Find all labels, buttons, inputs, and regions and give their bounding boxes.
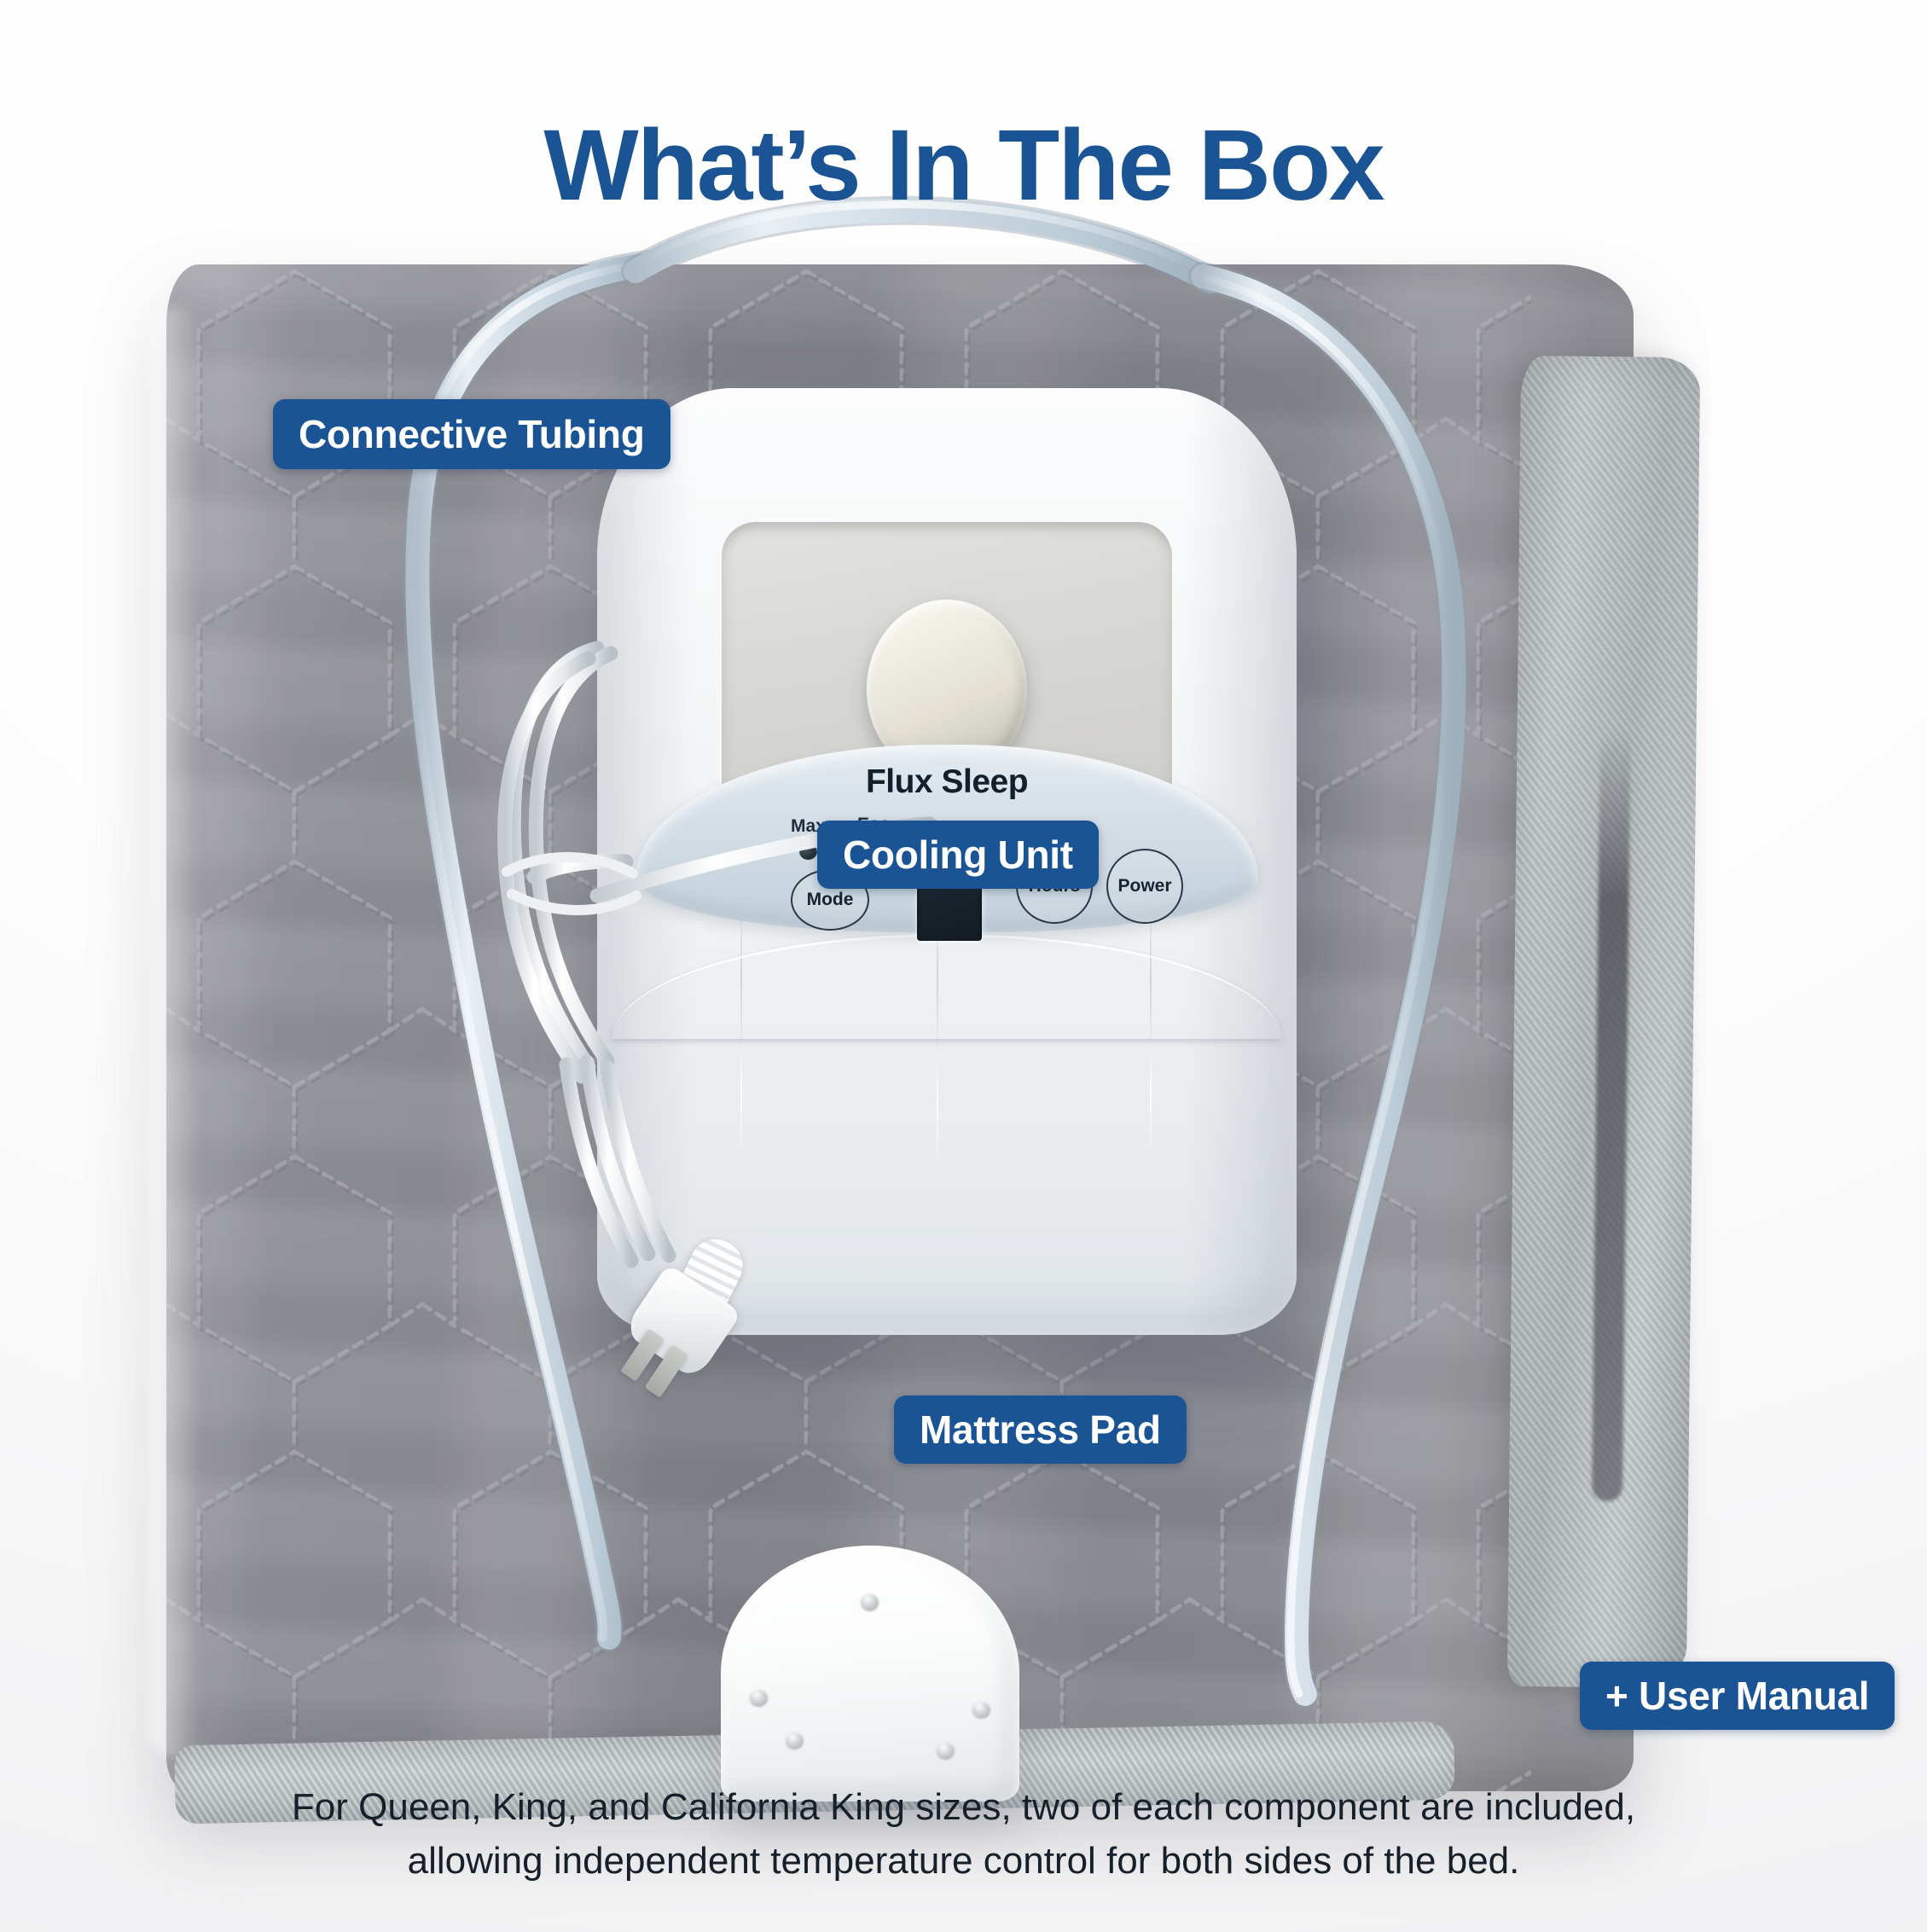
caption-line-1: For Queen, King, and California King siz… (291, 1786, 1636, 1829)
dome-screw-top (861, 1593, 879, 1610)
dome-screw-left (750, 1689, 768, 1706)
footer-caption: For Queen, King, and California King siz… (0, 1781, 1927, 1888)
dome-screw-bottom-left (786, 1732, 804, 1749)
badge-cooling-unit[interactable]: Cooling Unit (817, 821, 1099, 889)
brand-label: Flux Sleep (865, 763, 1029, 800)
badge-mattress-pad[interactable]: Mattress Pad (894, 1395, 1187, 1464)
badge-user-manual[interactable]: + User Manual (1580, 1662, 1895, 1730)
cord-bundle (497, 641, 937, 1268)
dome-screw-right (972, 1701, 990, 1718)
tube-left (403, 250, 663, 1652)
mattress-pad-left-edge (149, 307, 199, 1757)
power-button[interactable]: Power (1106, 849, 1183, 924)
tube-top-arc (621, 195, 1226, 296)
led-label-max: Max (791, 816, 826, 836)
dome-screw-bottom-right (937, 1742, 955, 1759)
cooling-unit-base-dome (721, 1546, 1019, 1801)
cable-tie (502, 851, 641, 916)
page-title: What’s In The Box (543, 109, 1384, 222)
badge-connective-tubing[interactable]: Connective Tubing (273, 399, 670, 469)
tube-right (1188, 262, 1469, 1709)
caption-line-2: allowing independent temperature control… (407, 1839, 1520, 1882)
